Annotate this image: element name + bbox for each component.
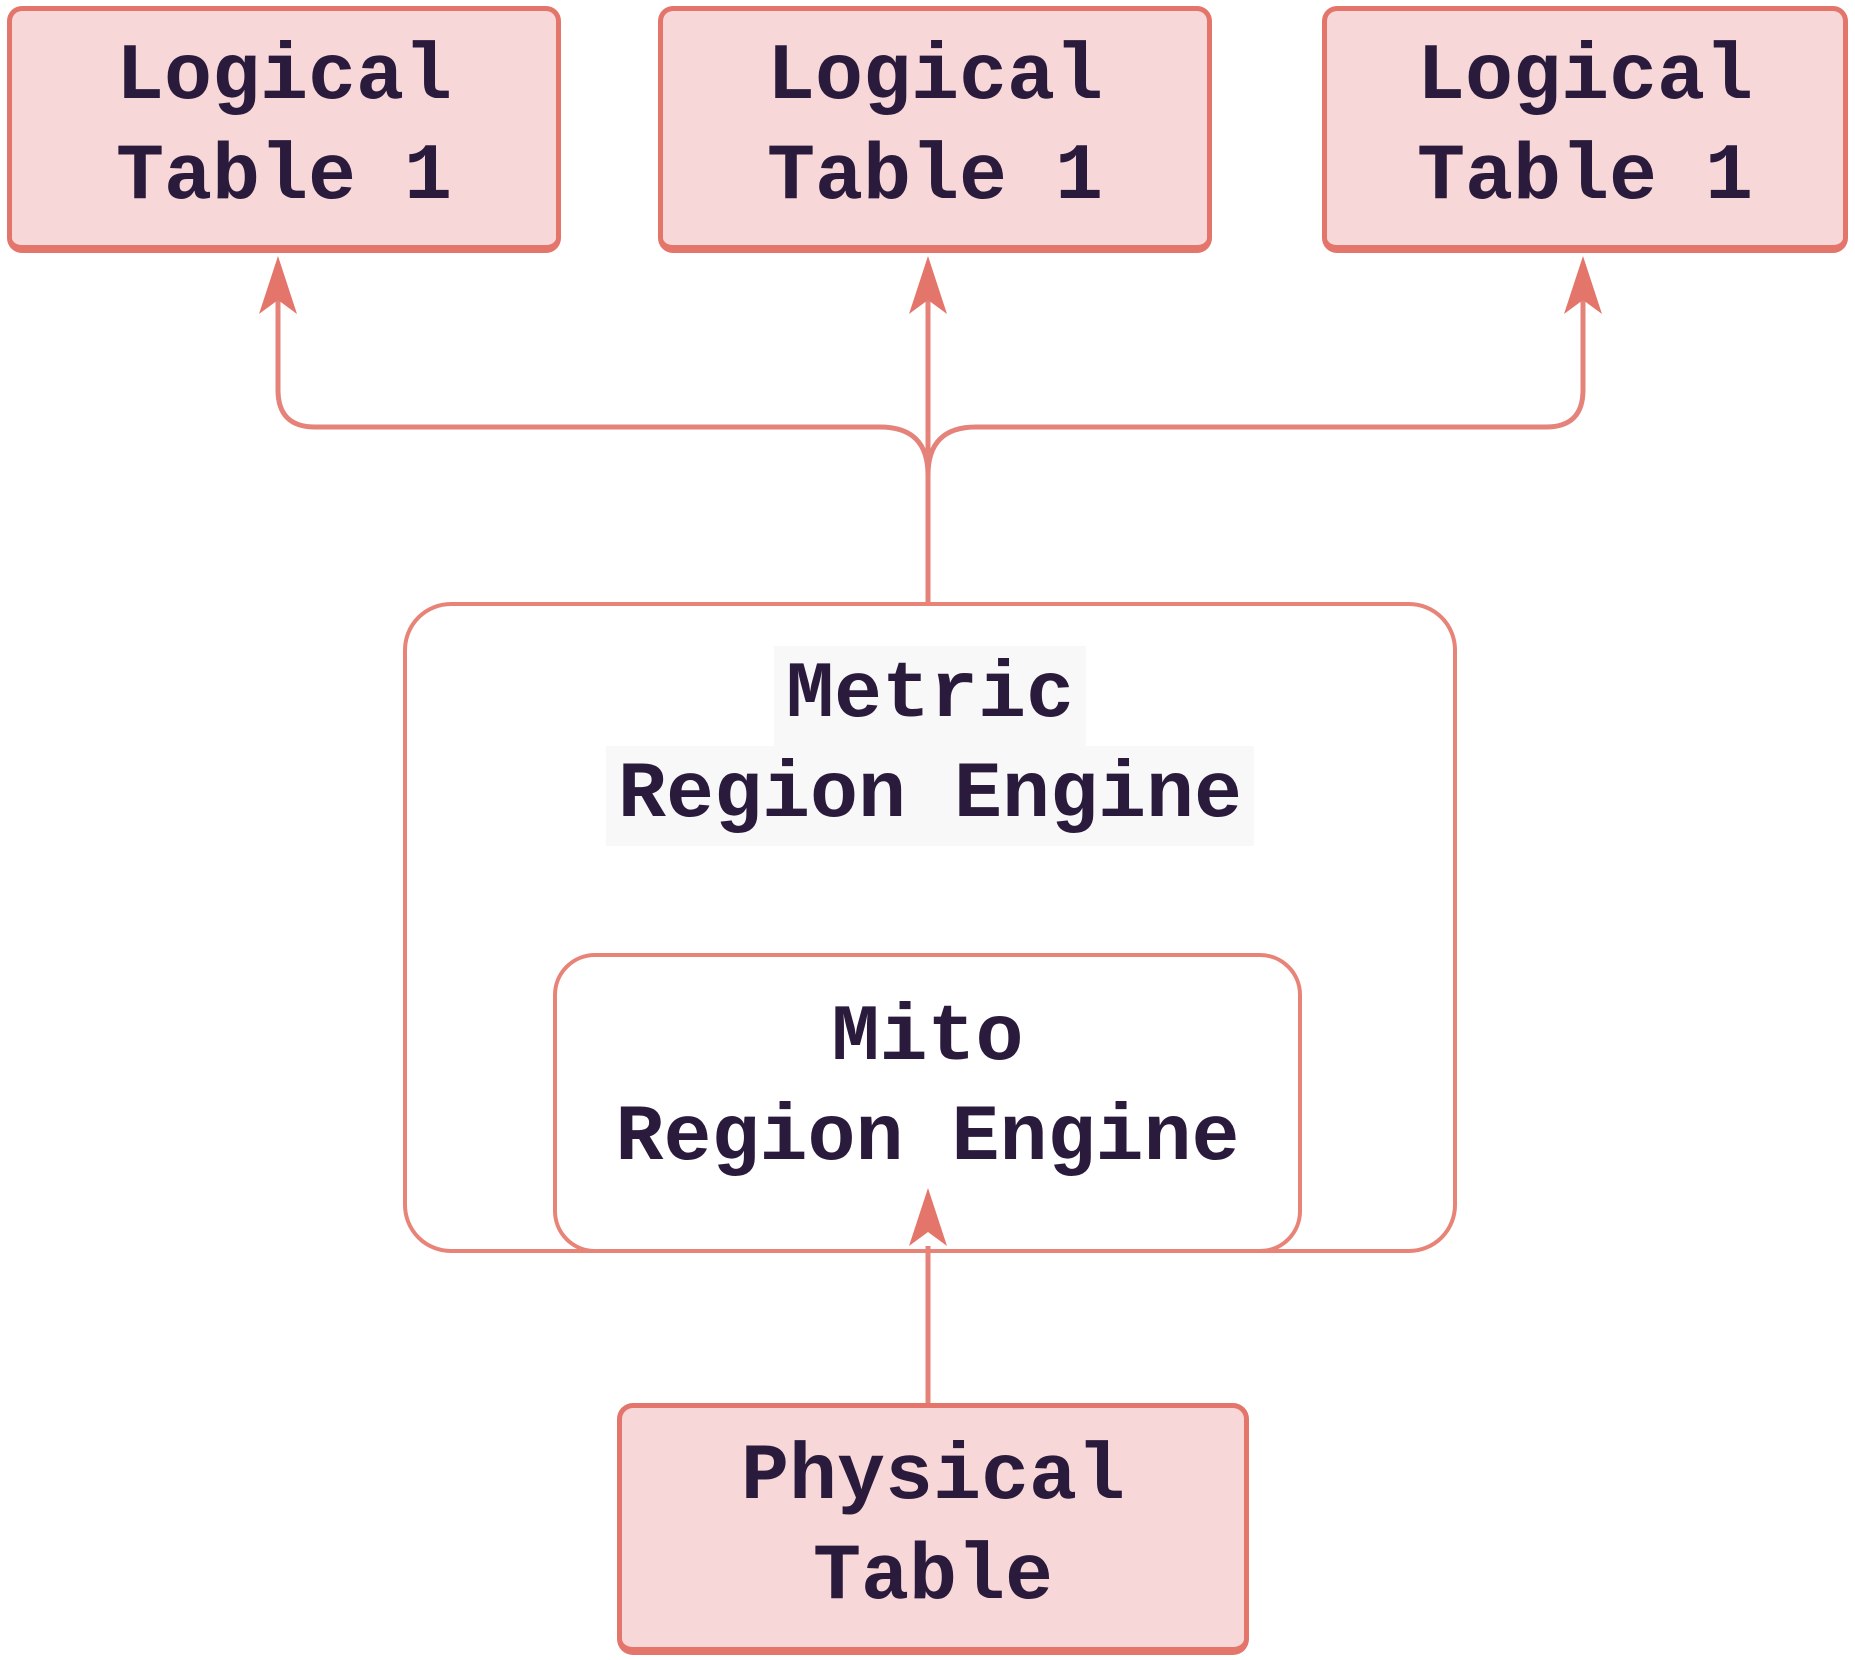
node-label-line: Table 1 bbox=[115, 132, 453, 223]
arrowhead-up-icon bbox=[1564, 256, 1602, 314]
node-physical-table: Physical Table bbox=[617, 1403, 1249, 1655]
node-label-line: Table bbox=[812, 1531, 1054, 1623]
arrowhead-up-icon bbox=[909, 256, 947, 314]
edge-metric-to-logical-right bbox=[925, 298, 1586, 602]
label-background: Region Engine bbox=[605, 746, 1255, 846]
edge-metric-to-logical-left bbox=[275, 298, 931, 602]
node-mito-region-engine: Mito Region Engine bbox=[553, 953, 1302, 1253]
node-label-line: Logical bbox=[1416, 32, 1754, 123]
node-label-line: Region Engine bbox=[605, 746, 1255, 846]
node-label-line: Mito bbox=[831, 993, 1024, 1084]
node-label-line: Physical bbox=[740, 1431, 1126, 1523]
label-background: Metric bbox=[773, 646, 1087, 746]
node-logical-table-1-right: Logical Table 1 bbox=[1322, 6, 1848, 253]
node-label-line: Table 1 bbox=[1416, 132, 1754, 223]
arrowhead-up-icon bbox=[259, 256, 297, 314]
node-label-line: Region Engine bbox=[615, 1093, 1240, 1184]
node-label-line: Logical bbox=[115, 32, 453, 123]
node-label-line: Table 1 bbox=[766, 132, 1104, 223]
node-label-line: Logical bbox=[766, 32, 1104, 123]
node-label-line: Metric bbox=[773, 646, 1087, 746]
node-logical-table-1-middle: Logical Table 1 bbox=[658, 6, 1212, 253]
node-logical-table-1-left: Logical Table 1 bbox=[7, 6, 561, 253]
